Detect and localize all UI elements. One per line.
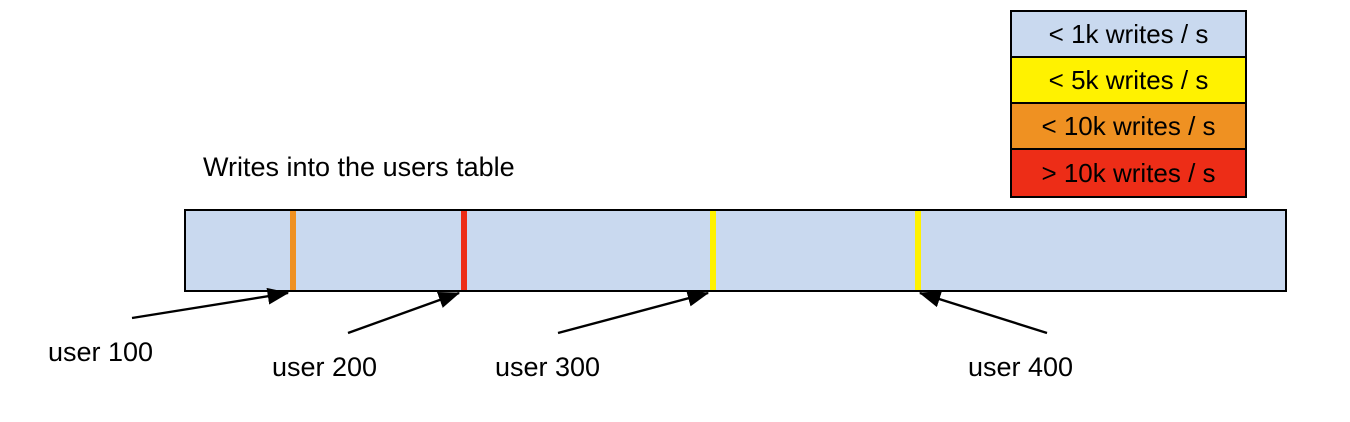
legend-row-over-10k: > 10k writes / s [1012,150,1245,196]
arrow-user-200 [347,291,461,335]
callout-user-200: user 200 [272,352,378,382]
callout-user-100: user 100 [48,337,154,367]
legend-row-under-5k: < 5k writes / s [1012,58,1245,104]
callout-user-400: user 400 [968,352,1074,382]
legend-label-under-5k: < 5k writes / s [1048,65,1209,95]
marker-user-300 [710,211,716,290]
marker-user-100 [290,211,296,290]
legend-label-under-10k: < 10k writes / s [1041,111,1216,141]
write-throughput-legend: < 1k writes / s < 5k writes / s < 10k wr… [1010,10,1247,198]
users-table-band [184,209,1287,292]
marker-user-200 [461,211,467,290]
legend-label-under-1k: < 1k writes / s [1048,19,1209,49]
arrow-user-100 [131,287,290,320]
legend-row-under-10k: < 10k writes / s [1012,104,1245,150]
arrow-user-400 [918,291,1048,335]
legend-label-over-10k: > 10k writes / s [1041,158,1216,188]
callout-user-300: user 300 [495,352,601,382]
marker-user-400 [915,211,921,290]
legend-row-under-1k: < 1k writes / s [1012,12,1245,58]
arrow-user-300 [557,290,710,335]
chart-title: Writes into the users table [203,152,515,182]
